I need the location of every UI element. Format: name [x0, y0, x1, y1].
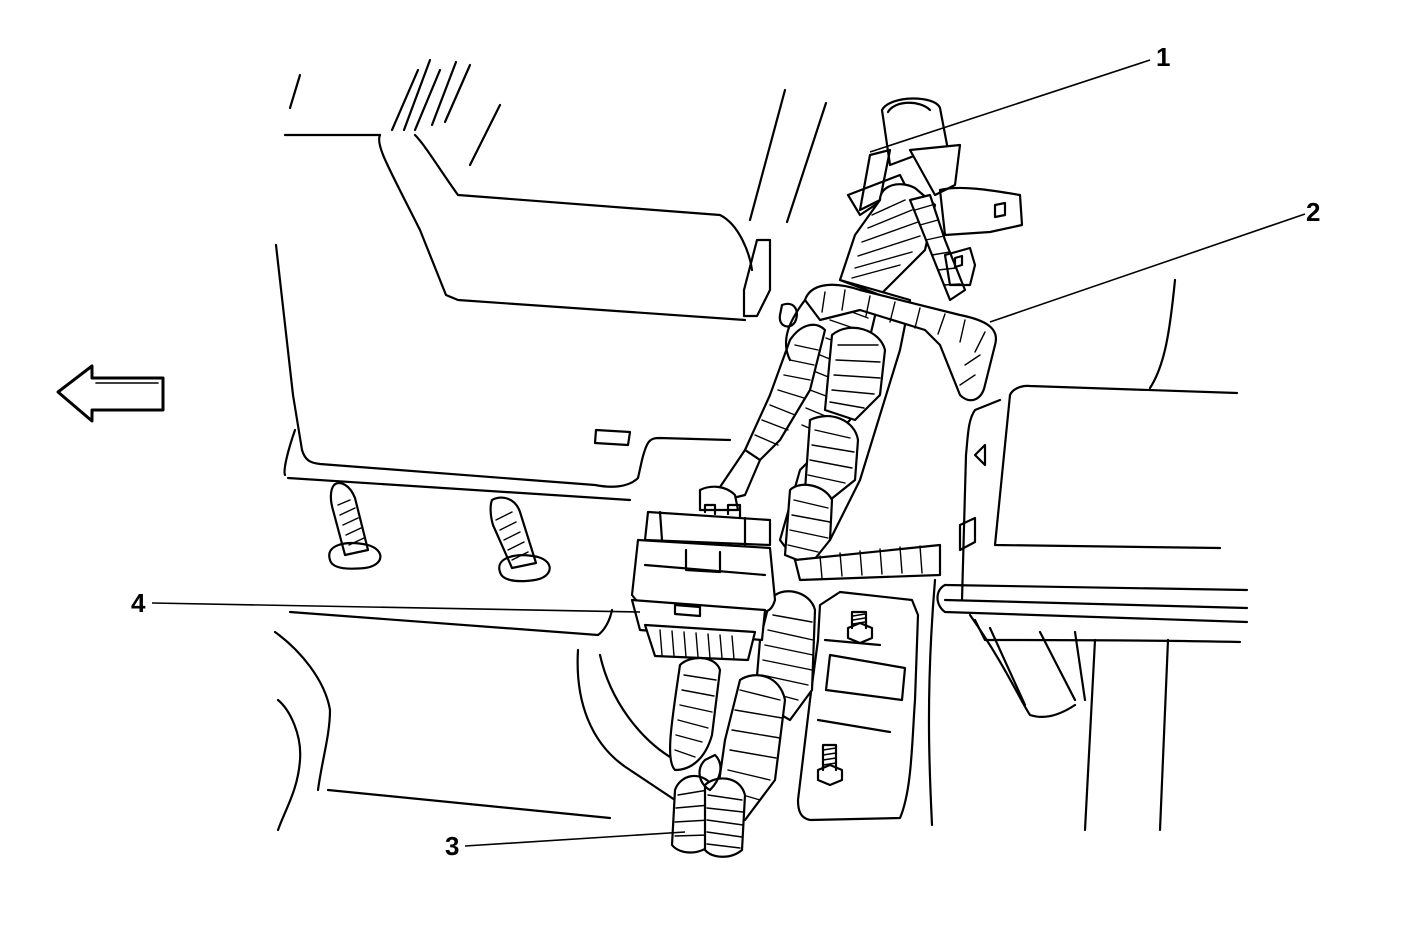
lower-wiring-harness: [668, 657, 747, 858]
branch-wiring-harness: [716, 186, 1024, 502]
electrical-connector: [630, 485, 777, 662]
stud-nut-upper: [846, 610, 874, 645]
callout-2: 2: [1306, 197, 1320, 227]
upper-left-panel: [274, 58, 828, 502]
callout-3: 3: [445, 831, 459, 861]
callout-1: 1: [1156, 42, 1170, 72]
push-pin-left: [328, 482, 382, 570]
callout-4: 4: [131, 588, 146, 618]
right-module: [927, 278, 1249, 832]
arrow-left-icon: [56, 364, 165, 423]
lower-left-panel: [273, 608, 677, 832]
push-pin-right: [489, 496, 551, 583]
stud-nut-lower: [816, 743, 844, 787]
leader-lines: [151, 59, 1306, 847]
mounting-bracket: [796, 590, 920, 822]
